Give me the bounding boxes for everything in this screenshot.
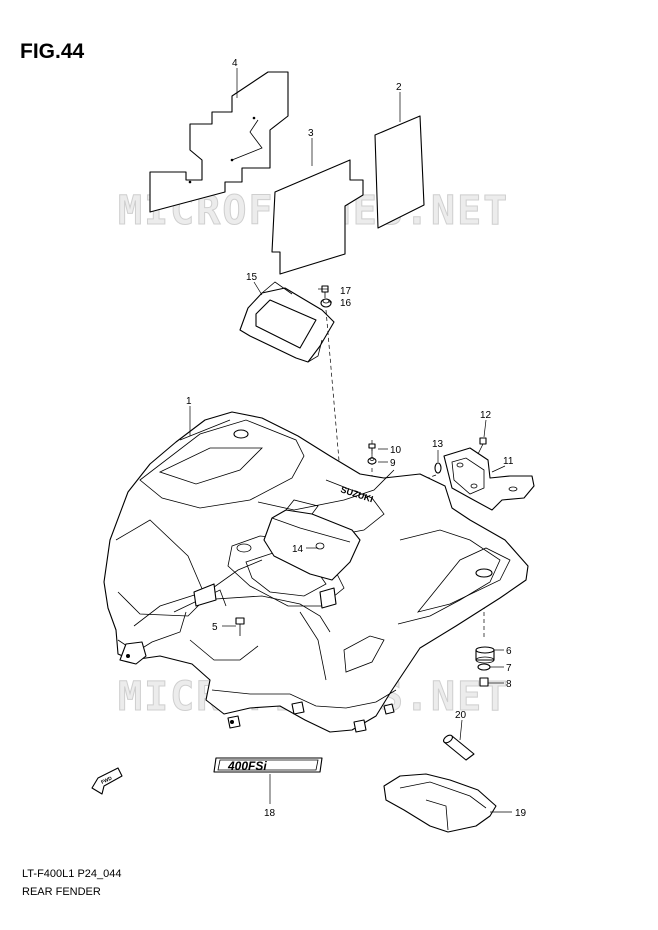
callout-9: 9 — [390, 458, 396, 469]
part-16-grommet — [320, 298, 332, 308]
callout-8: 8 — [506, 679, 512, 690]
part-14-inner-box — [263, 499, 361, 581]
part-12-screw — [477, 437, 487, 455]
part-4-sticker-sheet — [149, 71, 289, 213]
callout-16: 16 — [340, 298, 352, 309]
callout-3: 3 — [308, 128, 314, 139]
part-8-bolt — [479, 677, 489, 687]
part-9-grommet — [367, 457, 377, 465]
callout-13: 13 — [432, 439, 444, 450]
part-20-tube — [443, 734, 475, 761]
part-15-storage-box — [239, 281, 335, 363]
part-2-sticker — [374, 115, 425, 229]
part-10-bolt — [368, 443, 376, 454]
fwd-arrow-icon: FWD — [91, 767, 123, 795]
part-17-screw — [321, 285, 329, 298]
part-5-bolt — [235, 617, 245, 636]
callout-7: 7 — [506, 663, 512, 674]
figure-title: FIG.44 — [20, 40, 85, 63]
part-7-washer — [477, 663, 491, 671]
callout-18: 18 — [264, 808, 276, 819]
figure-code: LT-F400L1 P24_044 — [22, 868, 122, 880]
part-13-nut — [434, 462, 442, 474]
emblem-text: 400FSi — [227, 759, 267, 773]
callout-20: 20 — [455, 710, 467, 721]
callout-11: 11 — [503, 456, 514, 467]
callout-2: 2 — [396, 82, 402, 93]
callout-12: 12 — [480, 410, 492, 421]
callout-14: 14 — [292, 544, 304, 555]
figure-name: REAR FENDER — [22, 886, 101, 898]
part-3-sticker — [271, 159, 364, 275]
callout-15: 15 — [246, 272, 258, 283]
fwd-label: FWD — [100, 775, 113, 785]
callout-4: 4 — [232, 58, 238, 69]
callout-5: 5 — [212, 622, 218, 633]
callout-10: 10 — [390, 445, 402, 456]
callout-6: 6 — [506, 646, 512, 657]
part-19-cover — [383, 773, 497, 833]
callout-17: 17 — [340, 286, 352, 297]
part-18-emblem: 400FSi — [213, 757, 323, 773]
callout-1: 1 — [186, 396, 192, 407]
callout-19: 19 — [515, 808, 527, 819]
part-6-cushion — [475, 646, 495, 664]
part-11-bracket — [443, 447, 535, 511]
